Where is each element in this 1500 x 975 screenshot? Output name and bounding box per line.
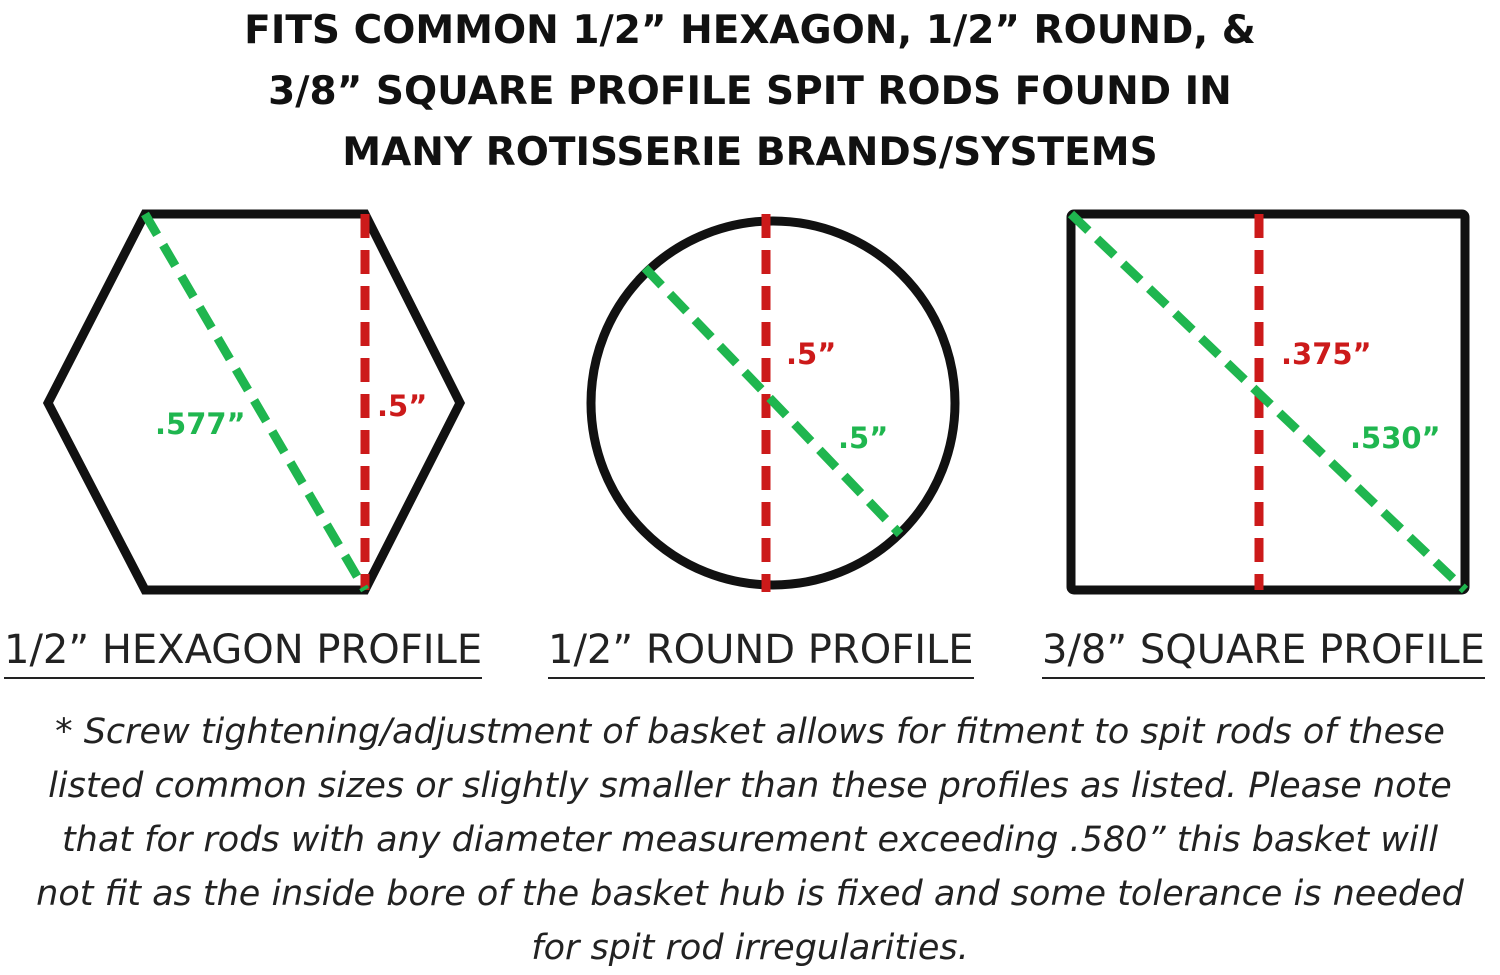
hexagon-green-value: .577” — [155, 407, 246, 441]
square-green-value: .530” — [1350, 421, 1441, 455]
note-line-3: that for rods with any diameter measurem… — [61, 820, 1439, 860]
title-line-3: MANY ROTISSERIE BRANDS/SYSTEMS — [342, 130, 1158, 175]
note-line-5: for spit rod irregularities. — [531, 928, 969, 968]
fitment-note: * Screw tightening/adjustment of basket … — [0, 705, 1500, 975]
title-line-2: 3/8” SQUARE PROFILE SPIT RODS FOUND IN — [268, 69, 1232, 114]
round-red-value: .5” — [786, 337, 836, 371]
round-profile-label: 1/2” ROUND PROFILE — [548, 625, 974, 679]
square-profile-figure: .375” .530” — [1066, 209, 1470, 595]
note-line-2: listed common sizes or slightly smaller … — [48, 766, 1452, 806]
title-line-1: FITS COMMON 1/2” HEXAGON, 1/2” ROUND, & — [244, 8, 1256, 53]
hexagon-red-value: .5” — [377, 389, 427, 423]
note-line-1: * Screw tightening/adjustment of basket … — [55, 712, 1445, 752]
hexagon-green-dimension-line — [141, 211, 369, 593]
square-red-value: .375” — [1281, 337, 1372, 371]
square-outline — [1066, 209, 1470, 595]
square-profile-label: 3/8” SQUARE PROFILE — [1042, 625, 1485, 679]
page-title: FITS COMMON 1/2” HEXAGON, 1/2” ROUND, & … — [0, 0, 1500, 183]
hexagon-profile-label: 1/2” HEXAGON PROFILE — [4, 625, 483, 679]
round-green-dimension-line — [641, 264, 904, 538]
note-line-4: not fit as the inside bore of the basket… — [36, 874, 1464, 914]
round-outline — [586, 216, 960, 590]
round-green-value: .5” — [838, 421, 888, 455]
square-green-dimension-line — [1067, 210, 1469, 594]
round-profile-figure: .5” .5” — [586, 214, 960, 592]
hexagon-profile-figure: .5” .577” — [42, 209, 466, 595]
